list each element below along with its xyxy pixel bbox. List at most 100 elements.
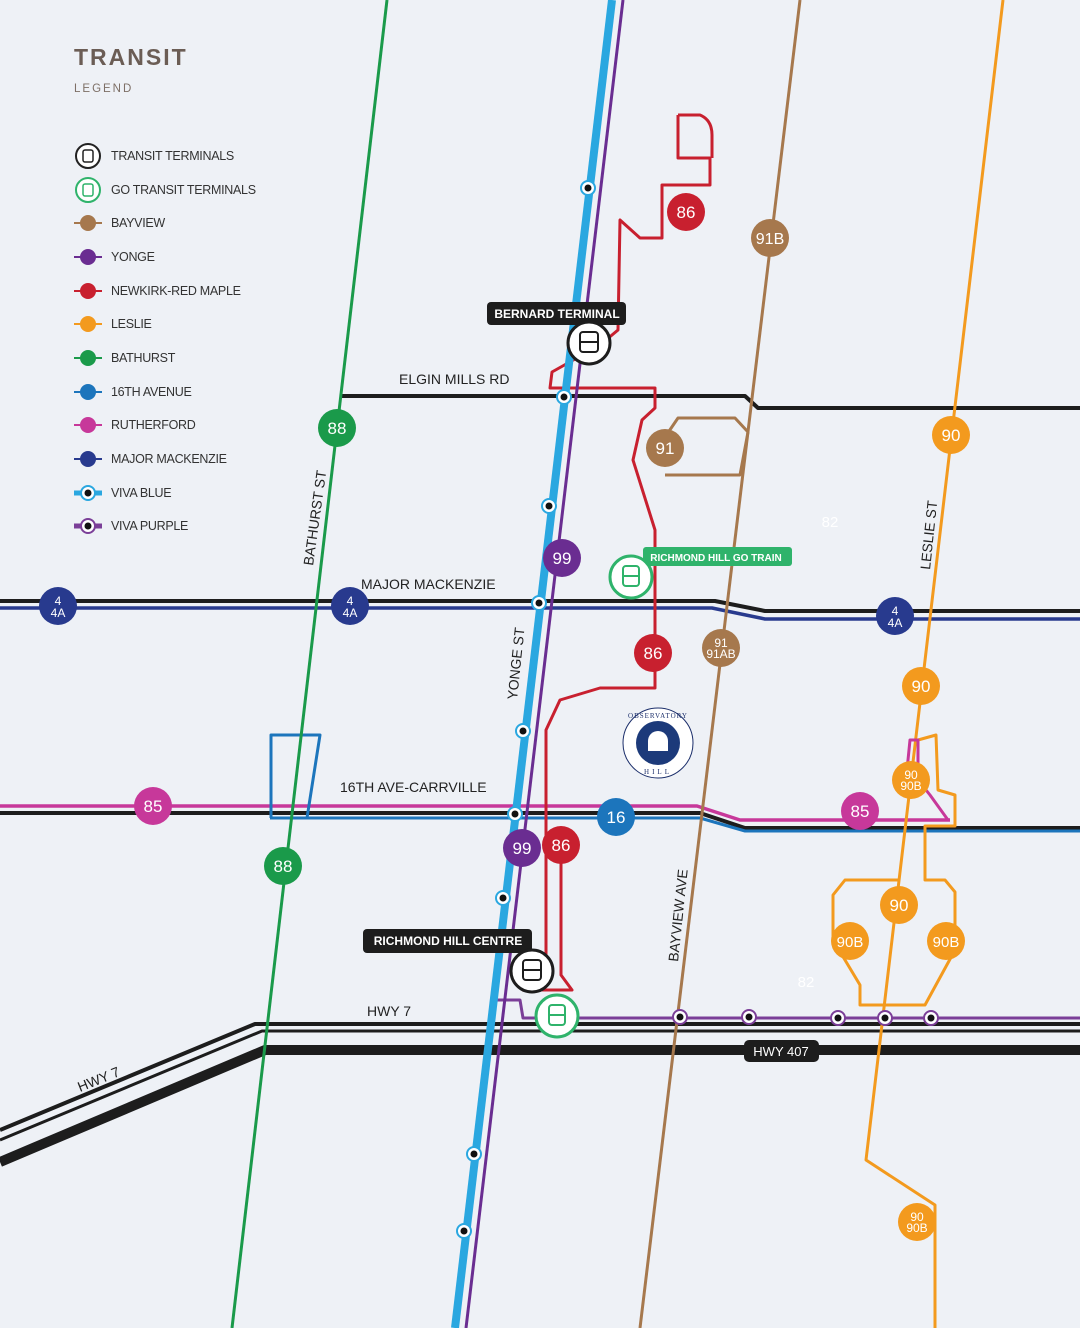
svg-text:90B: 90B	[900, 779, 921, 793]
svg-text:86: 86	[677, 203, 696, 222]
observatory-hill-logo: OBSERVATORY HILL	[622, 707, 694, 779]
route-82-label: 82	[798, 974, 815, 991]
legend-item-label: RUTHERFORD	[111, 418, 196, 433]
svg-text:86: 86	[644, 644, 663, 663]
train-terminal-icon	[74, 176, 102, 204]
legend-item-label: MAJOR MACKENZIE	[111, 452, 227, 467]
legend-item: RUTHERFORD	[74, 409, 256, 443]
route-badge-85[interactable]: 85	[134, 787, 172, 825]
road-label-leslie: LESLIE ST	[917, 499, 940, 570]
svg-text:4A: 4A	[888, 616, 903, 630]
route-badge-90b[interactable]: 90B	[831, 922, 869, 960]
bus-icon	[579, 331, 599, 353]
bus-terminal-icon	[74, 142, 102, 170]
svg-text:4: 4	[55, 594, 62, 608]
svg-text:4: 4	[347, 594, 354, 608]
go-train-label: RICHMOND HILL GO TRAIN	[650, 553, 781, 564]
route-color-icon	[74, 209, 102, 237]
svg-text:16: 16	[607, 808, 626, 827]
legend-item: NEWKIRK-RED MAPLE	[74, 274, 256, 308]
svg-text:4: 4	[892, 604, 899, 618]
legend-item: 16TH AVENUE	[74, 375, 256, 409]
legend-item-label: BAYVIEW	[111, 216, 165, 231]
svg-text:85: 85	[144, 797, 163, 816]
legend-item: YONGE	[74, 240, 256, 274]
bernard-terminal[interactable]: BERNARD TERMINAL	[487, 302, 626, 366]
legend-item-label: BATHURST	[111, 350, 176, 365]
road-label-elgin: ELGIN MILLS RD	[399, 371, 509, 387]
richmond-hill-go-train[interactable]: RICHMOND HILL GO TRAIN	[608, 547, 792, 600]
route-16th-loop	[269, 733, 322, 819]
route-badge-4-4a[interactable]: 44A	[39, 587, 77, 625]
svg-text:88: 88	[274, 857, 293, 876]
road-label-major: MAJOR MACKENZIE	[361, 576, 496, 592]
svg-text:85: 85	[851, 802, 870, 821]
route-color-icon	[74, 243, 102, 271]
route-badge-90b[interactable]: 90B	[927, 922, 965, 960]
rhc-terminal-label: RICHMOND HILL CENTRE	[374, 934, 522, 948]
route-badge-91[interactable]: 91	[646, 429, 684, 467]
svg-text:90B: 90B	[837, 934, 864, 951]
route-badge-86[interactable]: 86	[542, 826, 580, 864]
train-icon	[622, 565, 640, 587]
svg-text:91: 91	[714, 636, 728, 650]
route-color-icon	[74, 411, 102, 439]
svg-text:90B: 90B	[933, 934, 960, 951]
route-viva-blue	[451, 0, 616, 1328]
svg-text:HILL: HILL	[644, 768, 672, 776]
svg-text:90: 90	[904, 768, 918, 782]
legend-item: VIVA BLUE	[74, 476, 256, 510]
svg-text:90: 90	[890, 896, 909, 915]
viva-stations	[456, 180, 939, 1239]
svg-text:90: 90	[942, 426, 961, 445]
svg-text:99: 99	[513, 839, 532, 858]
route-badge-85[interactable]: 85	[841, 792, 879, 830]
route-color-icon	[74, 344, 102, 372]
richmond-hill-centre-terminal[interactable]: RICHMOND HILL CENTRE	[363, 929, 555, 994]
road-label-hwy7: HWY 7	[367, 1003, 411, 1019]
svg-text:91B: 91B	[756, 231, 784, 248]
route-leslie-loop-north	[831, 733, 957, 1007]
svg-text:90: 90	[910, 1210, 924, 1224]
route-badge-88[interactable]: 88	[264, 847, 302, 885]
svg-text:4A: 4A	[51, 606, 66, 620]
legend-item-label: TRANSIT TERMINALS	[111, 148, 234, 163]
route-badge-99[interactable]: 99	[543, 539, 581, 577]
legend-item: MAJOR MACKENZIE	[74, 442, 256, 476]
legend-item: BAYVIEW	[74, 206, 256, 240]
legend-item-label: 16TH AVENUE	[111, 384, 192, 399]
route-badge-4-4a[interactable]: 44A	[876, 597, 914, 635]
route-badge-86[interactable]: 86	[667, 193, 705, 231]
route-yonge	[464, 0, 625, 1328]
go-terminal-rhc[interactable]	[534, 993, 580, 1039]
route-badge-99[interactable]: 99	[503, 829, 541, 867]
viva-station	[74, 479, 102, 507]
route-badge-90[interactable]: 90	[932, 416, 970, 454]
route-bathurst	[230, 0, 389, 1328]
road-elgin-mills	[340, 394, 1080, 410]
legend-item: TRANSIT TERMINALS	[74, 139, 256, 173]
route-badge-90[interactable]: 90	[902, 667, 940, 705]
legend-item-label: LESLIE	[111, 317, 152, 332]
road-16th-ave	[0, 811, 1080, 830]
svg-text:88: 88	[328, 419, 347, 438]
route-badge-91b[interactable]: 91B	[751, 219, 789, 257]
road-label-16th: 16TH AVE-CARRVILLE	[340, 779, 487, 795]
train-icon	[548, 1004, 566, 1026]
legend-item-label: VIVA PURPLE	[111, 519, 189, 534]
route-badge-16[interactable]: 16	[597, 798, 635, 836]
route-badge-88[interactable]: 88	[318, 409, 356, 447]
road-label-yonge: YONGE ST	[504, 626, 528, 700]
svg-text:91AB: 91AB	[706, 647, 735, 661]
legend-subtitle: LEGEND	[74, 83, 134, 95]
route-badge-4-4a[interactable]: 44A	[331, 587, 369, 625]
route-badge-90[interactable]: 90	[880, 886, 918, 924]
legend-item: VIVA PURPLE	[74, 510, 256, 544]
route-newkirk-top-loop	[678, 113, 714, 158]
route-badge-86[interactable]: 86	[634, 634, 672, 672]
legend-item-label: YONGE	[111, 249, 155, 264]
